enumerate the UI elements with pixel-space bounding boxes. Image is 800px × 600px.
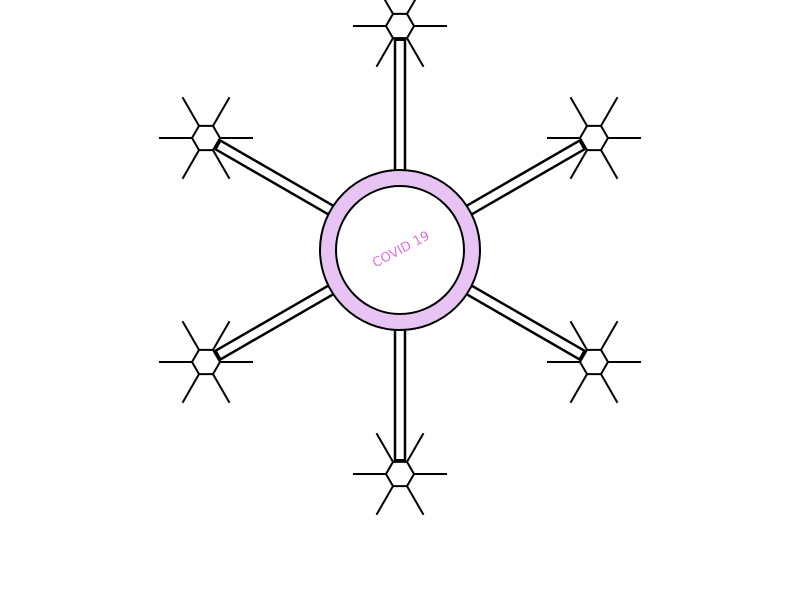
spike-stalk-edge bbox=[469, 283, 586, 353]
spike-arm-top-left bbox=[159, 96, 336, 217]
spike-arm-top-right bbox=[464, 96, 641, 217]
spike-stalk-edge bbox=[214, 283, 331, 353]
spike-stalk-edge bbox=[214, 147, 331, 217]
virus-inner-core bbox=[335, 185, 465, 315]
spike-tip-hexagon bbox=[578, 348, 610, 376]
spike-arm-bottom-right bbox=[464, 283, 641, 404]
spike-arms bbox=[159, 0, 641, 516]
spike-arm-bottom-left bbox=[159, 283, 336, 404]
spike-tip-hexagon bbox=[190, 348, 222, 376]
spike-stalk-edge bbox=[464, 292, 581, 361]
spike-stalk-edge bbox=[219, 139, 336, 208]
spike-stalk-edge bbox=[464, 139, 581, 208]
spike-tip-hexagon bbox=[190, 124, 222, 152]
spike-stalk-edge bbox=[219, 292, 336, 361]
spike-arm-top bbox=[353, 0, 447, 172]
spike-tip-hexagon bbox=[384, 460, 416, 488]
spike-stalk-edge bbox=[469, 147, 586, 217]
spike-tip-hexagon bbox=[384, 12, 416, 40]
spike-tip-hexagon bbox=[578, 124, 610, 152]
spike-arm-bottom bbox=[353, 328, 447, 516]
